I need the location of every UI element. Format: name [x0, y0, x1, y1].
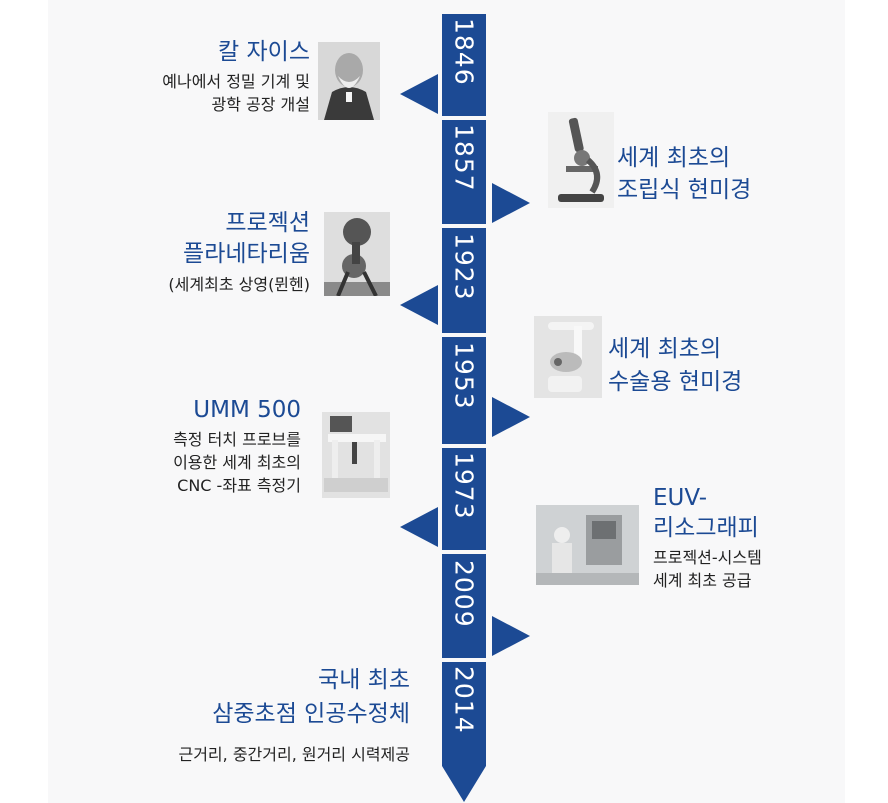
- year-2014: 2014: [449, 666, 479, 734]
- event-1973-desc-3: CNC -좌표 측정기: [177, 476, 301, 495]
- event-1953-title-2: 수술용 현미경: [608, 369, 743, 395]
- pointer-left: [400, 507, 438, 547]
- pointer-right: [492, 616, 530, 656]
- event-1953-title-1: 세계 최초의: [608, 336, 722, 362]
- event-1846-desc-2: 광학 공장 개설: [211, 95, 311, 114]
- pointer-left: [400, 285, 438, 325]
- year-1923: 1923: [449, 233, 479, 301]
- spine-separator: [442, 333, 486, 337]
- event-1846-title: 칼 자이스: [218, 39, 310, 65]
- event-2014-desc: 근거리, 중간거리, 원거리 시력제공: [178, 745, 410, 764]
- event-1857-title-1: 세계 최초의: [617, 145, 731, 171]
- coordinate-measuring-machine-image: [322, 412, 390, 498]
- event-1973-desc-1: 측정 터치 프로브를: [173, 430, 301, 449]
- spine-separator: [442, 444, 486, 448]
- timeline-arrow-tip: [442, 766, 486, 802]
- event-2014-title-2: 삼중초점 인공수정체: [212, 701, 410, 727]
- event-2014-title-1: 국내 최초: [318, 667, 410, 693]
- event-1973-desc-2: 이용한 세계 최초의: [173, 453, 301, 472]
- year-1846: 1846: [449, 18, 479, 86]
- spine-separator: [442, 658, 486, 662]
- pointer-right: [492, 397, 530, 437]
- event-1857-title-2: 조립식 현미경: [617, 177, 752, 203]
- year-1973: 1973: [449, 452, 479, 520]
- surgical-microscope-image: [534, 316, 602, 398]
- year-2009: 2009: [449, 560, 479, 628]
- carl-zeiss-portrait-image: [318, 42, 380, 120]
- spine-separator: [442, 224, 486, 228]
- spine-separator: [442, 116, 486, 120]
- pointer-left: [400, 74, 438, 114]
- timeline-spine: [442, 14, 486, 766]
- spine-separator: [442, 550, 486, 554]
- pointer-right: [492, 183, 530, 223]
- euv-lithography-image: [536, 505, 639, 585]
- event-1923-desc: (세계최초 상영(뮌헨): [168, 275, 310, 294]
- event-1846-desc-1: 예나에서 정밀 기계 및: [162, 72, 310, 91]
- event-2009-title-1: EUV-: [653, 485, 708, 511]
- event-1923-title-1: 프로젝션: [225, 210, 310, 236]
- microscope-image: [548, 112, 614, 208]
- event-1973-title: UMM 500: [193, 397, 301, 423]
- event-2009-desc-2: 세계 최초 공급: [653, 571, 752, 590]
- event-1923-title-2: 플라네타리움: [183, 241, 310, 267]
- year-1953: 1953: [449, 342, 479, 410]
- planetarium-projector-image: [324, 212, 390, 296]
- event-2009-desc-1: 프로젝션-시스템: [653, 548, 762, 567]
- year-1857: 1857: [449, 124, 479, 192]
- event-2009-title-2: 리소그래피: [653, 515, 759, 541]
